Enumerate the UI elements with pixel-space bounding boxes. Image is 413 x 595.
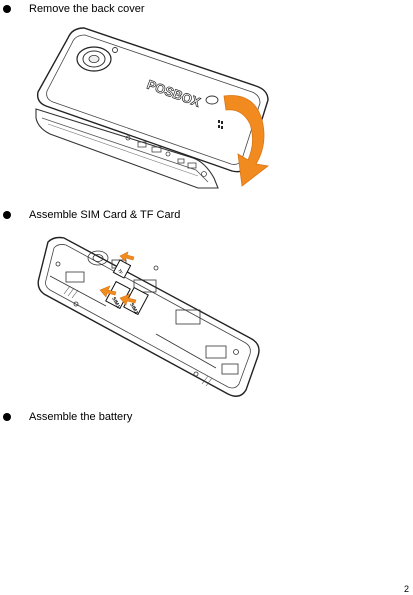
step-remove-back-cover: Remove the back cover: [0, 3, 413, 18]
bullet-icon: [3, 211, 11, 219]
insert-arrow-icon: [119, 251, 135, 262]
insert-arrow-icon: [119, 293, 137, 306]
step-label: Assemble the battery: [29, 411, 133, 423]
curved-arrow-icon: [223, 95, 269, 187]
sim1-label: SIM1: [110, 296, 121, 309]
sim2-label: SIM2: [128, 302, 139, 315]
insert-arrow-icon: [99, 285, 117, 298]
step-assemble-sim-tf: Assemble SIM Card & TF Card: [0, 209, 413, 224]
page-number: 2: [403, 584, 409, 594]
step-assemble-battery: Assemble the battery: [0, 411, 413, 426]
tf-label: TF: [117, 268, 124, 275]
phone-back-cover-illustration: POSBOX: [35, 27, 269, 189]
bullet-icon: [3, 413, 11, 421]
step-label: Assemble SIM Card & TF Card: [29, 209, 181, 221]
sim-tf-card-illustration: SIM1 SIM2 TF: [37, 236, 260, 397]
bullet-icon: [3, 5, 11, 13]
step-label: Remove the back cover: [29, 3, 145, 15]
